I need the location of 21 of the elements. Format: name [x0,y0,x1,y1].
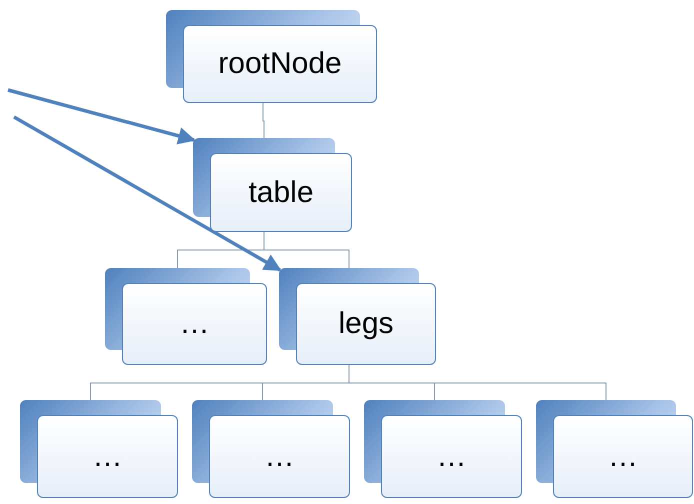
node-label: legs [338,309,394,339]
node-label: … [436,442,466,472]
node-label: … [608,442,638,472]
tree-node-box [183,25,377,103]
connector-line [262,102,264,138]
tree-node-box [122,283,267,365]
node-label: rootNode [218,49,342,79]
tree-node-box [210,153,352,232]
tree-node-box [553,415,693,498]
tree-node-box [209,415,350,498]
connector-line [264,232,350,268]
node-label: table [248,178,314,208]
tree-node-box [37,415,178,498]
node-label: … [92,442,122,472]
connector-line [348,364,606,400]
arrow [13,115,282,272]
node-label: … [264,442,294,472]
arrow [8,88,196,144]
tree-node-box [381,415,522,498]
tree-node-box [296,283,436,365]
node-label: … [180,309,210,339]
